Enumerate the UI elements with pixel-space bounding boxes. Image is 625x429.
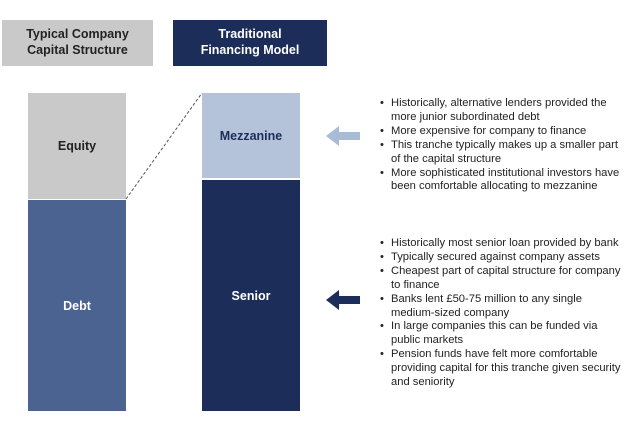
list-item: Banks lent £50-75 million to any single … [380, 293, 623, 321]
list-item: This tranche typically makes up a smalle… [380, 139, 623, 167]
debt-label: Debt [63, 298, 91, 313]
list-item: Historically, alternative lenders provid… [380, 97, 623, 125]
debt-block: Debt [28, 200, 126, 411]
traditional-financing-model-header: Traditional Financing Model [173, 20, 327, 66]
mezzanine-block: Mezzanine [202, 93, 300, 178]
typical-capital-structure-header: Typical Company Capital Structure [2, 20, 153, 66]
list-item: Historically most senior loan provided b… [380, 237, 623, 251]
senior-label: Senior [231, 288, 271, 303]
senior-block: Senior [202, 180, 300, 411]
equity-block: Equity [28, 93, 126, 199]
list-item: More sophisticated institutional investo… [380, 167, 623, 195]
senior-bullet-list: Historically most senior loan provided b… [380, 237, 623, 390]
equity-label: Equity [57, 139, 97, 153]
mezzanine-bullet-list: Historically, alternative lenders provid… [380, 97, 623, 194]
list-item: In large companies this can be funded vi… [380, 320, 623, 348]
arrow-left-icon [326, 126, 360, 146]
list-item: Pension funds have felt more comfortable… [380, 348, 623, 390]
list-item: More expensive for company to finance [380, 125, 623, 139]
list-item: Typically secured against company assets [380, 251, 623, 265]
list-item: Cheapest part of capital structure for c… [380, 265, 623, 293]
arrow-left-icon [326, 290, 360, 310]
mezzanine-label: Mezzanine [219, 128, 283, 143]
